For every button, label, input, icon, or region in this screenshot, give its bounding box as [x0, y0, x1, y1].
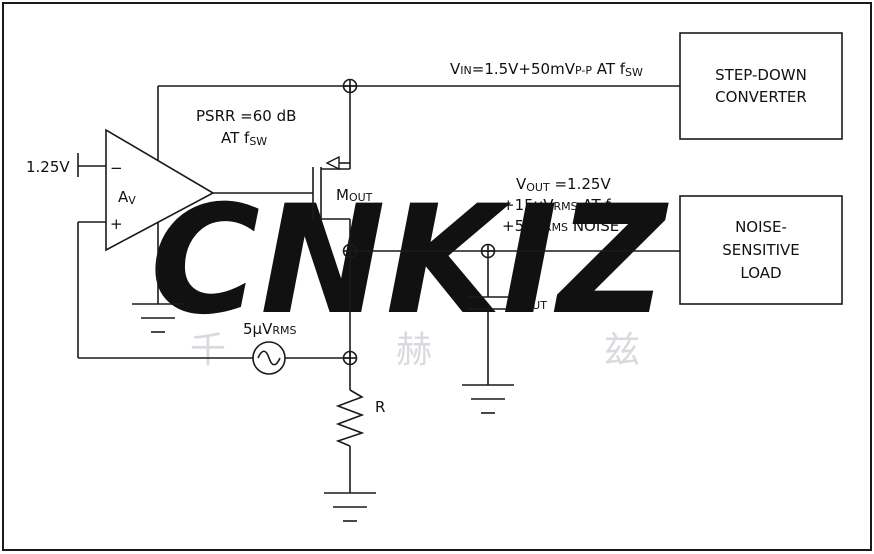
- op-amp-ground: [132, 222, 184, 333]
- noise-sensitive-load-block: NOISE- SENSITIVE LOAD: [679, 195, 843, 305]
- watermark-char-2: 赫: [396, 330, 432, 371]
- op-amp: − + AV: [105, 128, 215, 252]
- load-label-line1: NOISE-: [735, 218, 787, 236]
- noise-label: +5µVRMS NOISE: [502, 217, 619, 235]
- watermark-char-3: 兹: [604, 330, 640, 371]
- watermark-text-cnk: CNKIZ: [150, 174, 670, 348]
- load-label-line3: LOAD: [740, 264, 781, 282]
- step-down-label: STEP-DOWN: [715, 66, 807, 84]
- reference-voltage: 1.25V: [26, 153, 106, 177]
- feedback-path: [77, 221, 358, 380]
- psrr-label: PSRR =60 dB: [196, 107, 296, 125]
- watermark-char-1: 千: [190, 330, 226, 371]
- resistor: R: [324, 380, 385, 522]
- ripple-label: +15µVRMS AT fSW: [502, 196, 629, 215]
- op-amp-plus: +: [110, 215, 123, 233]
- mout-label: MOUT: [336, 186, 373, 204]
- output-capacitor: COUT: [462, 257, 547, 414]
- vout-rail: [342, 243, 680, 259]
- converter-label: CONVERTER: [715, 88, 807, 106]
- load-label-line2: SENSITIVE: [722, 241, 800, 259]
- step-down-converter-block: STEP-DOWN CONVERTER: [679, 32, 843, 140]
- resistor-label: R: [375, 398, 385, 416]
- vout-label: VOUT =1.25V: [516, 175, 611, 194]
- noise-source: 5µVRMS: [243, 320, 296, 375]
- vin-rail: [157, 78, 680, 171]
- cout-label: COUT: [513, 295, 547, 313]
- psrr-at-fsw-label: AT fSW: [221, 129, 267, 148]
- op-amp-minus: −: [110, 159, 123, 177]
- op-amp-gain-label: AV: [118, 188, 136, 207]
- reference-voltage-label: 1.25V: [26, 158, 70, 176]
- vin-label: VIN=1.5V+50mVP-P AT fSW: [450, 60, 643, 79]
- noise-source-label: 5µVRMS: [243, 320, 296, 338]
- watermark: CNKIZ 千 赫 兹: [150, 174, 670, 371]
